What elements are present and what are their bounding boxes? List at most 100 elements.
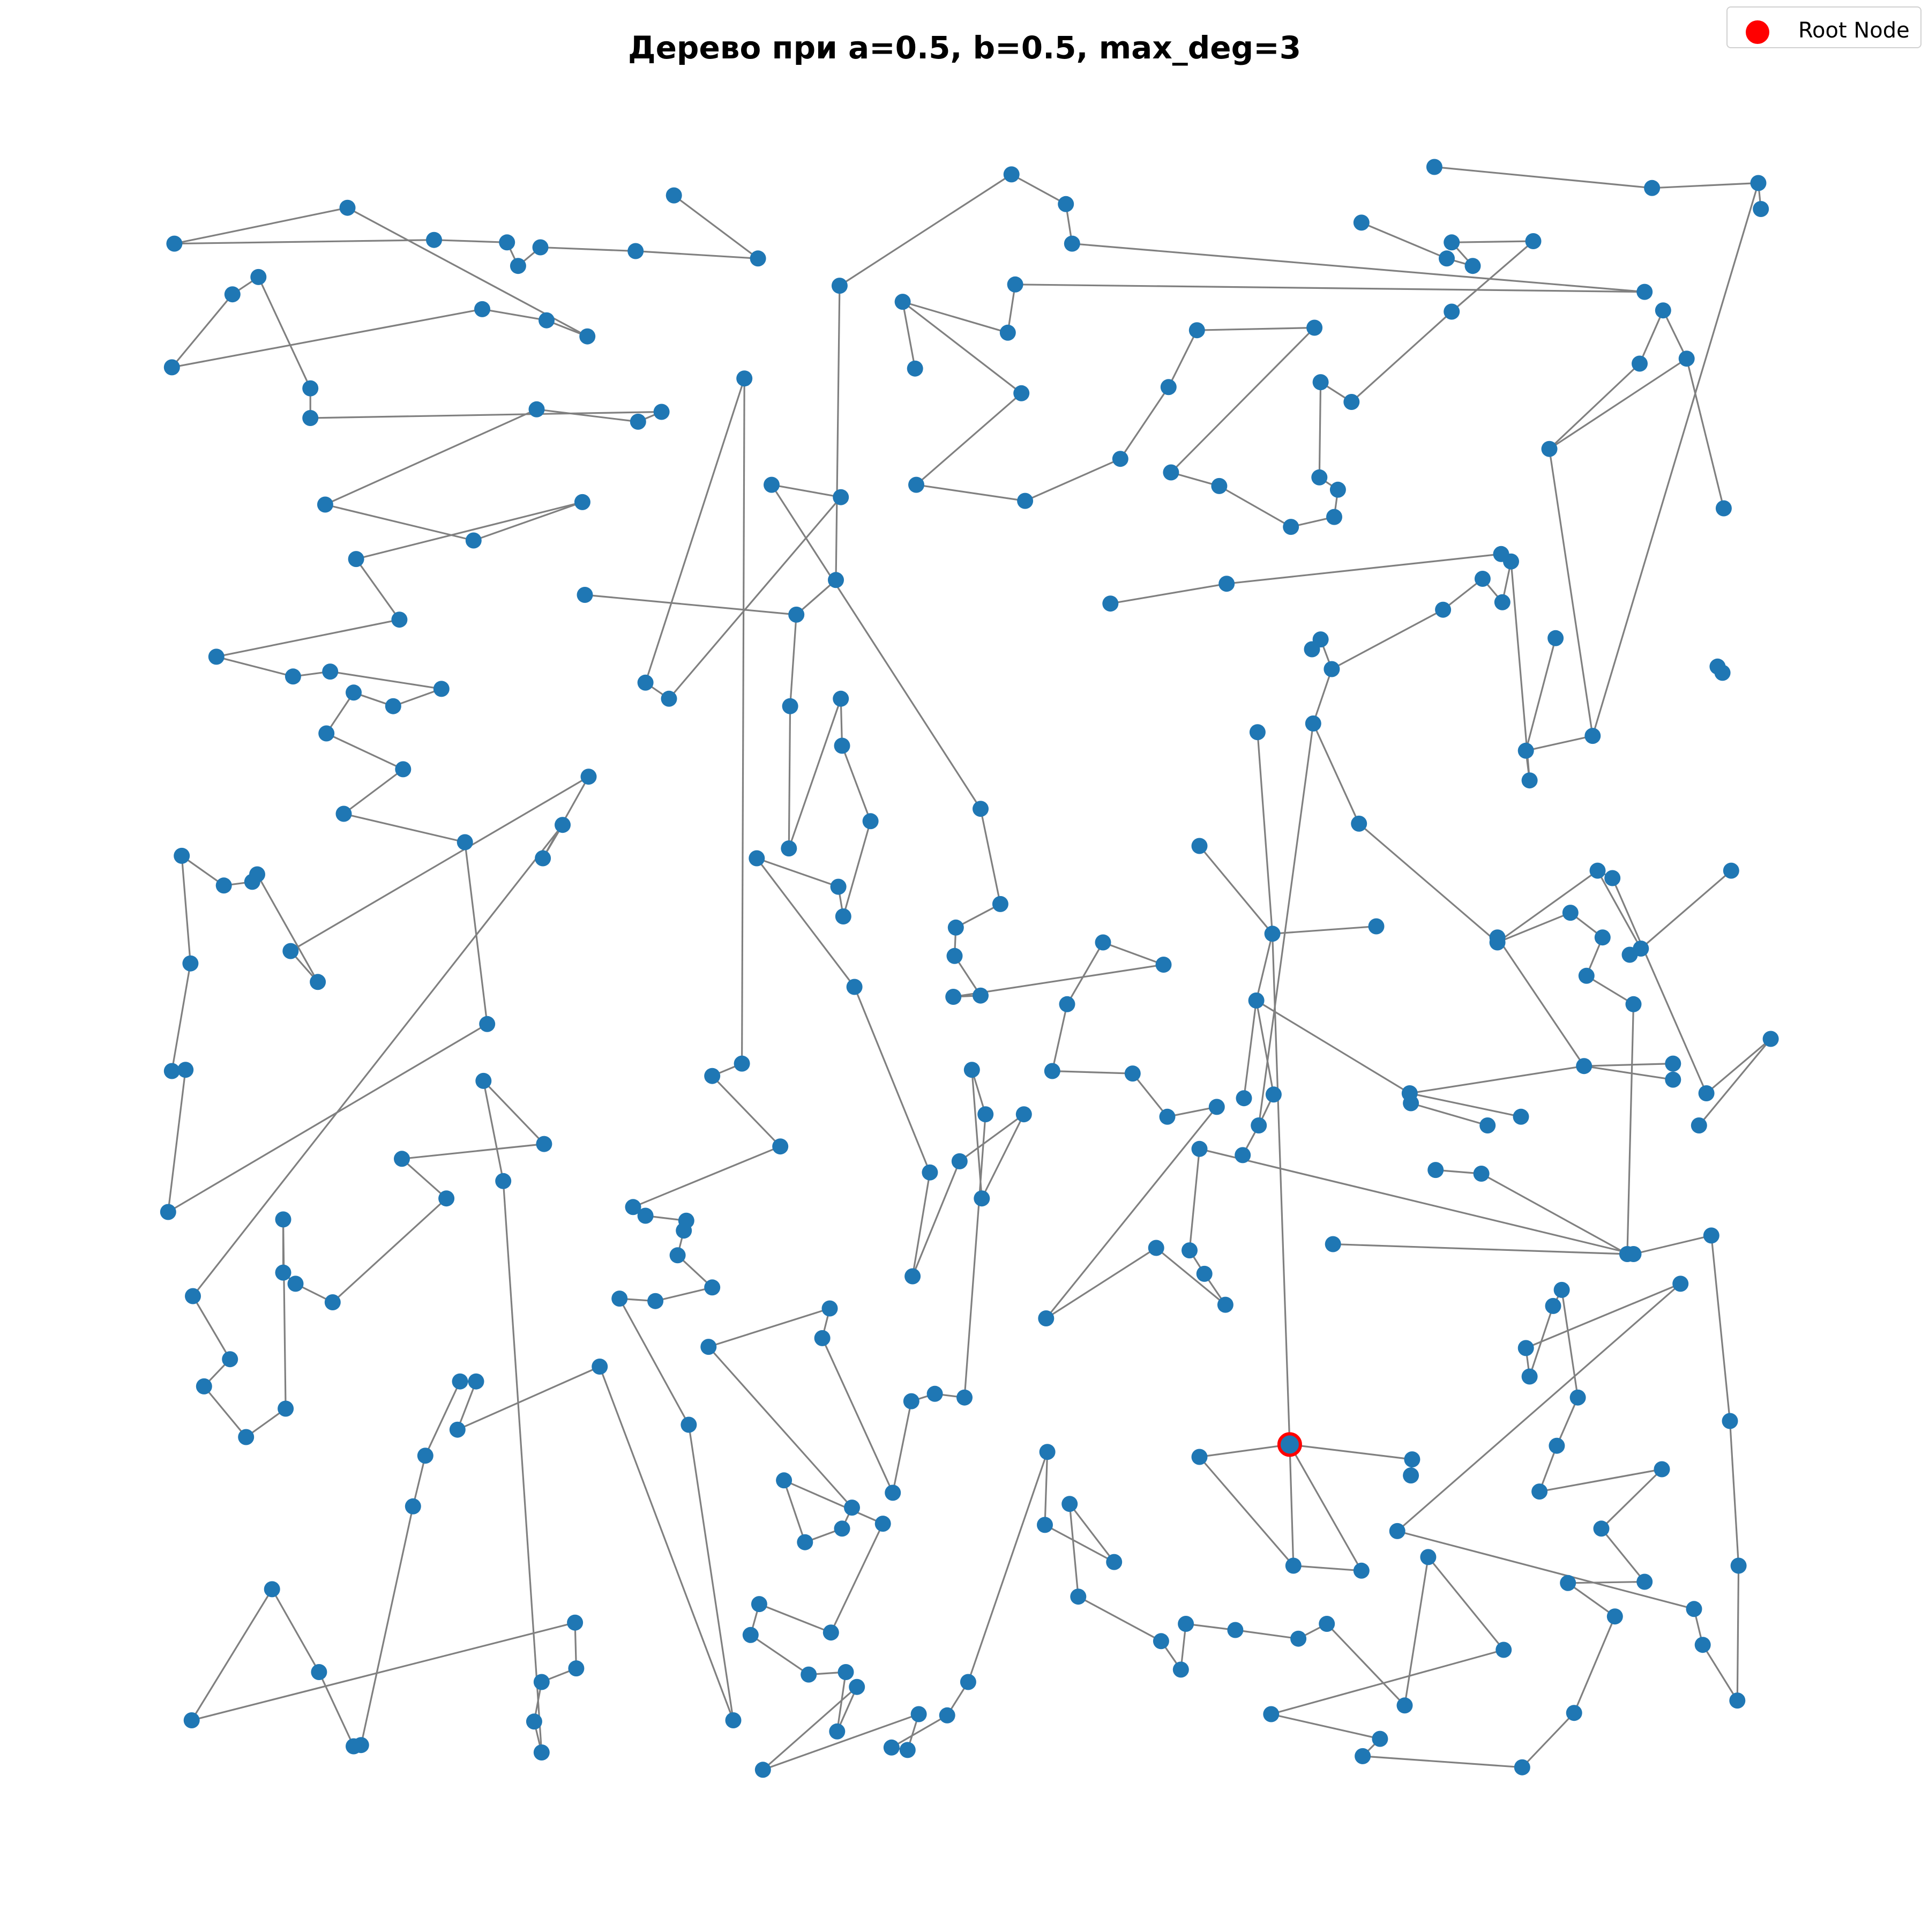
tree-node [1672, 1275, 1689, 1292]
tree-node [1403, 1095, 1419, 1112]
tree-node [302, 380, 319, 397]
tree-edge [980, 808, 1001, 905]
tree-node [1435, 601, 1452, 618]
tree-node [704, 1068, 721, 1084]
tree-node [160, 1204, 176, 1220]
tree-edge [1706, 1038, 1771, 1094]
tree-edge [332, 1198, 447, 1303]
tree-node [1404, 1451, 1420, 1468]
tree-node [1715, 500, 1732, 517]
tree-edge [916, 484, 1026, 502]
tree-node [1464, 258, 1481, 274]
tree-node [831, 278, 848, 294]
tree-node [438, 1190, 455, 1207]
tree-node [302, 410, 319, 426]
tree-edge [1497, 937, 1585, 1067]
tree-edge [181, 855, 225, 886]
tree-node [1389, 1523, 1405, 1539]
tree-node [1311, 469, 1328, 486]
tree-edge [1312, 723, 1360, 824]
legend-label-root-node: Root Node [1798, 18, 1910, 43]
tree-node [700, 1339, 717, 1355]
tree-node [1489, 929, 1506, 946]
tree-node [772, 1138, 789, 1155]
tree-node [1606, 1608, 1623, 1625]
tree-node [1351, 815, 1367, 832]
tree-edge [1044, 1452, 1049, 1525]
tree-node [1420, 1549, 1437, 1565]
tree-edge [1497, 870, 1598, 943]
tree-node [1196, 1265, 1213, 1282]
tree-node [208, 648, 225, 665]
tree-edge [1497, 912, 1571, 943]
tree-edge [1025, 458, 1121, 502]
tree-edge [433, 239, 507, 243]
tree-edge [708, 1307, 830, 1348]
tree-edge [836, 1687, 858, 1732]
tree-edge [343, 812, 466, 844]
tree-node [177, 1062, 194, 1078]
tree-edge [1662, 310, 1688, 359]
tree-node [1525, 233, 1542, 249]
tree-node [1576, 1058, 1592, 1075]
tree-node [829, 1723, 846, 1740]
tree-edge [203, 1385, 247, 1438]
tree-node [946, 948, 963, 964]
tree-edge [424, 1381, 461, 1456]
tree-edge [1584, 1063, 1673, 1067]
tree-node [833, 690, 849, 707]
tree-edge [1255, 999, 1410, 1094]
tree-node [1037, 1517, 1053, 1533]
tree-edge [1102, 941, 1164, 966]
tree-node [823, 1624, 839, 1641]
tree-node [318, 725, 335, 742]
tree-node [533, 1674, 550, 1690]
tree-edge [841, 745, 872, 822]
tree-node [244, 874, 260, 890]
tree-edge [1710, 1235, 1731, 1421]
tree-edge [1434, 166, 1653, 189]
tree-edge [167, 1070, 186, 1212]
tree-node [285, 668, 301, 685]
tree-edge [1361, 221, 1447, 259]
tree-node [1191, 1449, 1208, 1465]
tree-edge [171, 294, 234, 368]
tree-node [405, 1498, 421, 1515]
tree-edge [1188, 1148, 1201, 1251]
tree-edge [1243, 1000, 1258, 1099]
tree-edge [1110, 583, 1227, 605]
tree-edge [911, 1161, 961, 1277]
tree-node [828, 572, 844, 588]
tree-node [951, 1153, 968, 1169]
tree-node [899, 1742, 916, 1758]
tree-edge [1525, 638, 1557, 751]
tree-edge [953, 964, 1164, 998]
tree-edge [483, 1080, 545, 1145]
tree-node [1058, 196, 1074, 212]
tree-node [346, 1738, 362, 1755]
tree-node [532, 239, 549, 256]
tree-edge [756, 857, 855, 988]
tree-node [1160, 379, 1177, 396]
tree-edge [1397, 1530, 1694, 1610]
tree-node [846, 979, 863, 995]
tree-node [346, 684, 362, 701]
tree-node [1106, 1554, 1123, 1570]
tree-node [1155, 957, 1172, 973]
tree-edge [771, 484, 841, 498]
tree-edge [902, 301, 1022, 394]
tree-edge [1170, 327, 1315, 473]
tree-node [317, 496, 333, 513]
tree-node [452, 1373, 468, 1390]
tree-edge [1227, 553, 1501, 585]
tree-node [535, 850, 551, 867]
tree-node [666, 187, 682, 204]
tree-node [725, 1712, 742, 1728]
tree-edge [1639, 310, 1664, 364]
tree-node [1426, 159, 1442, 175]
tree-edge [1573, 1616, 1616, 1713]
tree-node [1473, 1166, 1490, 1182]
tree-edge [1072, 243, 1645, 293]
tree-node [579, 328, 596, 345]
